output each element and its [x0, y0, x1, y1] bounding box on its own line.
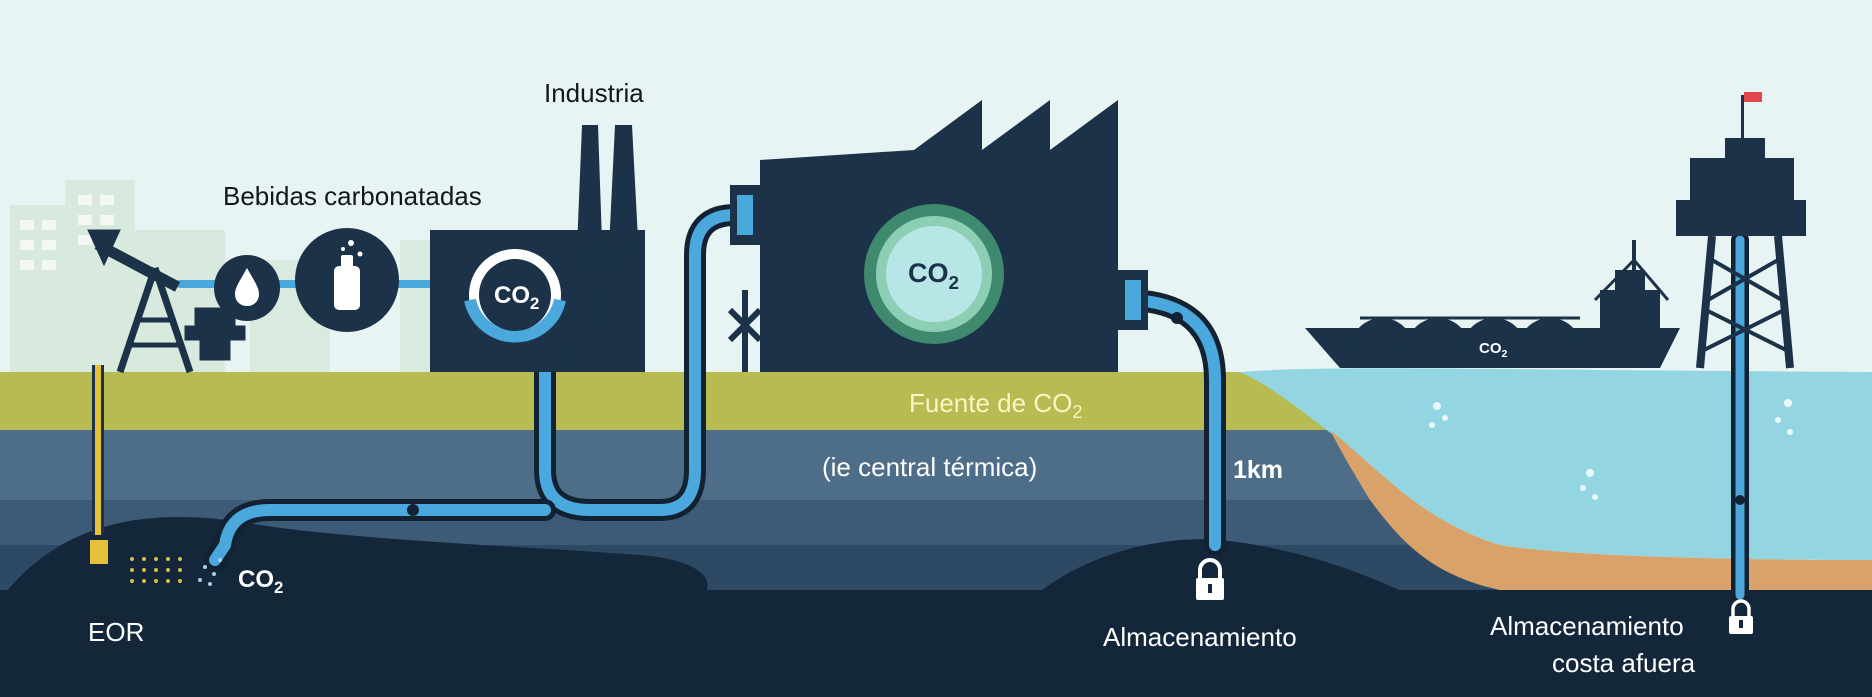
padlock-icon: [1196, 558, 1224, 600]
injection-co2-label: CO2: [238, 566, 284, 597]
pipe-joint-storage: [1171, 312, 1183, 324]
injection-co2-sub: 2: [274, 577, 284, 597]
plant-co2-ring-inner: [886, 226, 982, 322]
plant-co2-text: CO: [908, 258, 949, 288]
co2-source-note: (ie central térmica): [822, 452, 1038, 482]
ship-co2-label: CO2: [1479, 340, 1508, 360]
industry-co2-sub: 2: [530, 293, 540, 313]
pipe-joint-offshore: [1735, 495, 1745, 505]
storage-label: Almacenamiento: [1103, 622, 1297, 652]
co2-source-text: Fuente de CO: [909, 388, 1073, 418]
plant-co2-badge: CO2: [908, 258, 959, 294]
ship-co2-text: CO: [1479, 340, 1502, 357]
eor-label: EOR: [88, 617, 145, 647]
co2-source-label: Fuente de CO2: [909, 388, 1083, 423]
pumpjack-icon: [87, 229, 246, 374]
pipe-joint: [407, 504, 419, 516]
oil-dots: [130, 557, 182, 583]
eor-well-head: [90, 540, 108, 564]
sea-bubbles: [1429, 399, 1793, 500]
plant-outlet: [1125, 280, 1141, 320]
ship-co2-sub: 2: [1501, 347, 1508, 360]
industry-co2-arc: [464, 298, 566, 343]
industry-label: Industria: [544, 78, 644, 108]
flag-icon: [1744, 92, 1762, 102]
plant-co2-sub: 2: [948, 272, 960, 294]
bedrock: [0, 590, 1872, 697]
ground-surface: [0, 372, 1330, 430]
beverages-label: Bebidas carbonatadas: [223, 181, 482, 211]
plant-inlet: [737, 195, 753, 235]
offshore-storage-label-line2: costa afuera: [1552, 648, 1696, 678]
sea: [1240, 368, 1872, 560]
offshore-platform-icon: [1676, 95, 1806, 369]
eor-reservoir: [0, 517, 708, 600]
depth-label: 1km: [1233, 456, 1284, 484]
seabed-sand: [1330, 430, 1872, 590]
oil-drop-icon: [235, 268, 259, 306]
offshore-storage-label-line1: Almacenamiento: [1490, 611, 1684, 641]
co2-source-sub: 2: [1072, 402, 1083, 423]
soda-bottle-icon: [334, 240, 363, 310]
padlock-icon-offshore: [1729, 599, 1753, 634]
ship-icon: [1305, 240, 1680, 368]
storage-reservoir: [1030, 539, 1420, 600]
injection-co2-text: CO: [238, 566, 274, 593]
gas-dots: [198, 558, 222, 586]
industry-co2-text: CO: [494, 282, 530, 309]
industry-co2-badge: CO2: [494, 282, 540, 313]
